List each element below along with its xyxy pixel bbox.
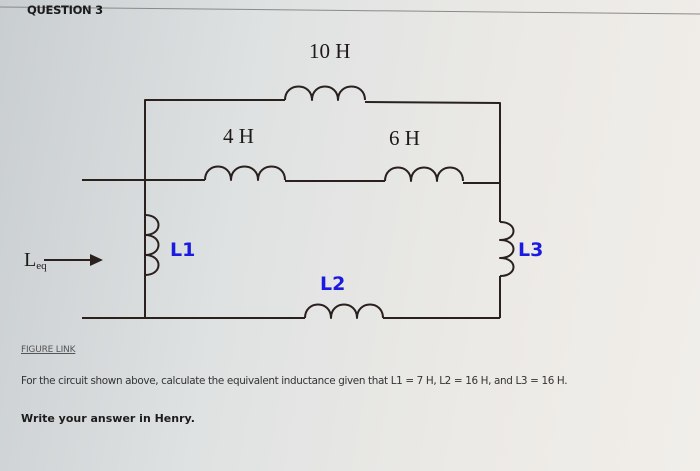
wire-top-right [364, 101, 501, 222]
leq-arrow [44, 254, 103, 266]
label-6h: 6 H [389, 126, 420, 150]
answer-instruction: Write your answer in Henry. [21, 412, 195, 425]
wire-top [144, 99, 285, 318]
label-4h: 4 H [223, 124, 254, 148]
inductor-4h [204, 165, 286, 181]
question-title: QUESTION 3 [27, 3, 103, 17]
figure-link[interactable]: FIGURE LINK [21, 345, 76, 355]
inductor-l3 [499, 221, 515, 277]
question-prompt: For the circuit shown above, calculate t… [21, 375, 568, 387]
circuit-diagram: 10 H 4 H 6 H L1 L3 L2 Leq [24, 39, 543, 319]
label-l2: L2 [320, 273, 345, 295]
label-leq: Leq [24, 249, 47, 272]
inductor-6h [384, 166, 464, 182]
label-10h: 10 H [309, 39, 350, 63]
inductor-l1 [144, 214, 160, 276]
inductor-10h [284, 85, 366, 101]
label-l3: L3 [518, 239, 543, 261]
page-divider-line [0, 6, 700, 15]
inductor-l2 [304, 303, 384, 319]
label-l1: L1 [170, 239, 195, 261]
